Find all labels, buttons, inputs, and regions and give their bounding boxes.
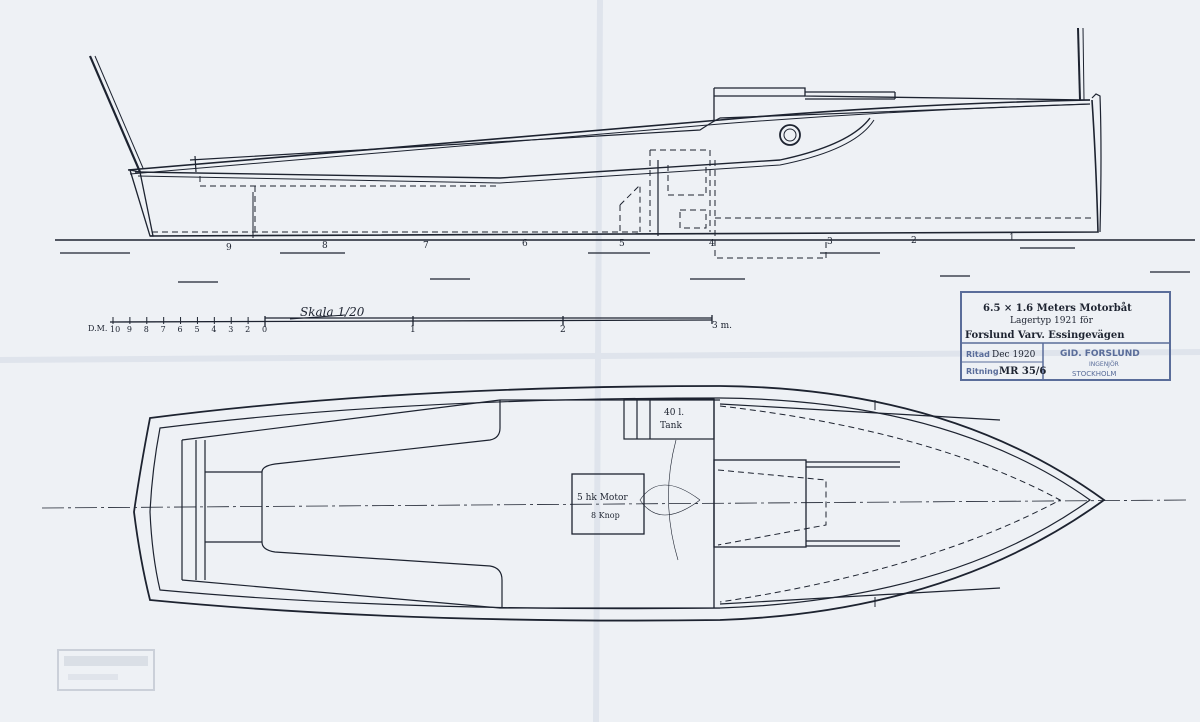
- forward-hatch: [713, 459, 807, 548]
- scale-dm-tick-label: 6: [178, 325, 183, 334]
- drawn-label: Ritad: [966, 350, 990, 359]
- scale-dm-tick-label: 10: [110, 325, 120, 334]
- scale-tick-1: 1: [410, 325, 416, 335]
- centerline: [41, 499, 1191, 509]
- title-block: 6.5 × 1.6 Meters Motorbåt Lagertyp 1921 …: [960, 291, 1171, 381]
- number-value: MR 35/6: [999, 366, 1046, 377]
- station-1: 1: [1009, 233, 1015, 243]
- stamp-title: INGENJÖR: [1089, 361, 1119, 368]
- scale-dm-tick-label: 7: [161, 325, 166, 334]
- title-line-3: Forslund Varv. Essingevägen: [965, 330, 1125, 341]
- stamp-name: GID. FORSLUND: [1060, 349, 1140, 359]
- drawn-value: Dec 1920: [992, 350, 1036, 360]
- station-3: 3: [827, 237, 833, 247]
- motor-label-1: 5 hk Motor: [577, 493, 628, 503]
- hull-outline-outer: [133, 385, 1106, 622]
- hull-bottom: [149, 99, 1099, 237]
- plan-labels: 40 l. Tank 5 hk Motor 8 Knop: [577, 408, 684, 520]
- scale-dm-label: D.M.: [88, 324, 107, 333]
- scale-dm-tick-label: 5: [194, 325, 199, 334]
- coaming: [189, 103, 1091, 161]
- title-line-1: 6.5 × 1.6 Meters Motorbåt: [983, 302, 1132, 314]
- scale-dm-tick-label: 9: [127, 325, 132, 334]
- plan-view: [41, 385, 1191, 622]
- scale-dm-tick-label: 3: [228, 325, 233, 334]
- cockpit-seat: [261, 400, 503, 608]
- scale-dm-tick-label: 2: [245, 325, 250, 334]
- scale-dm-tick-label: 8: [144, 325, 149, 334]
- stamp-city: STOCKHOLM: [1072, 370, 1116, 378]
- scale-dm-tick-label: 4: [211, 325, 216, 334]
- stern-rudder: [129, 169, 154, 237]
- scale-dm-tick-label: 0: [262, 325, 267, 334]
- number-label: Ritning: [966, 367, 999, 376]
- tank-label-2: Tank: [660, 421, 682, 431]
- scale-title: Skala 1/20: [300, 305, 365, 319]
- station-2: 2: [911, 236, 917, 246]
- motor-label-2: 8 Knop: [591, 511, 620, 520]
- station-4: 4: [709, 239, 715, 249]
- scale-tick-3: 3 m.: [712, 321, 732, 331]
- scale-dm-ticks: 10 9 8 7 6 5 4 3 2 0: [110, 317, 267, 334]
- station-9: 9: [226, 243, 232, 253]
- rubbing-strake: [134, 117, 871, 179]
- engine-box: [571, 473, 645, 535]
- porthole: [779, 124, 801, 146]
- bow-flagstaff: [1077, 27, 1081, 101]
- hull-outline-inner: [149, 397, 1092, 610]
- profile-view: [55, 27, 1195, 283]
- archive-stamp: [57, 649, 155, 691]
- station-6: 6: [522, 239, 528, 249]
- station-labels: 9 8 7 6 5 4 3 2 1: [226, 233, 1015, 253]
- station-8: 8: [322, 241, 328, 251]
- station-7: 7: [423, 241, 429, 251]
- station-5: 5: [619, 239, 625, 249]
- scale-bar: Skala 1/20 D.M. 10 9 8 7 6 5 4 3 2 0 1 2 3 m.: [88, 305, 732, 335]
- title-line-2: Lagertyp 1921 för: [1010, 316, 1094, 326]
- stern-flagstaff: [88, 55, 142, 173]
- tank-label-1: 40 l.: [664, 408, 684, 418]
- scale-tick-2: 2: [560, 325, 566, 335]
